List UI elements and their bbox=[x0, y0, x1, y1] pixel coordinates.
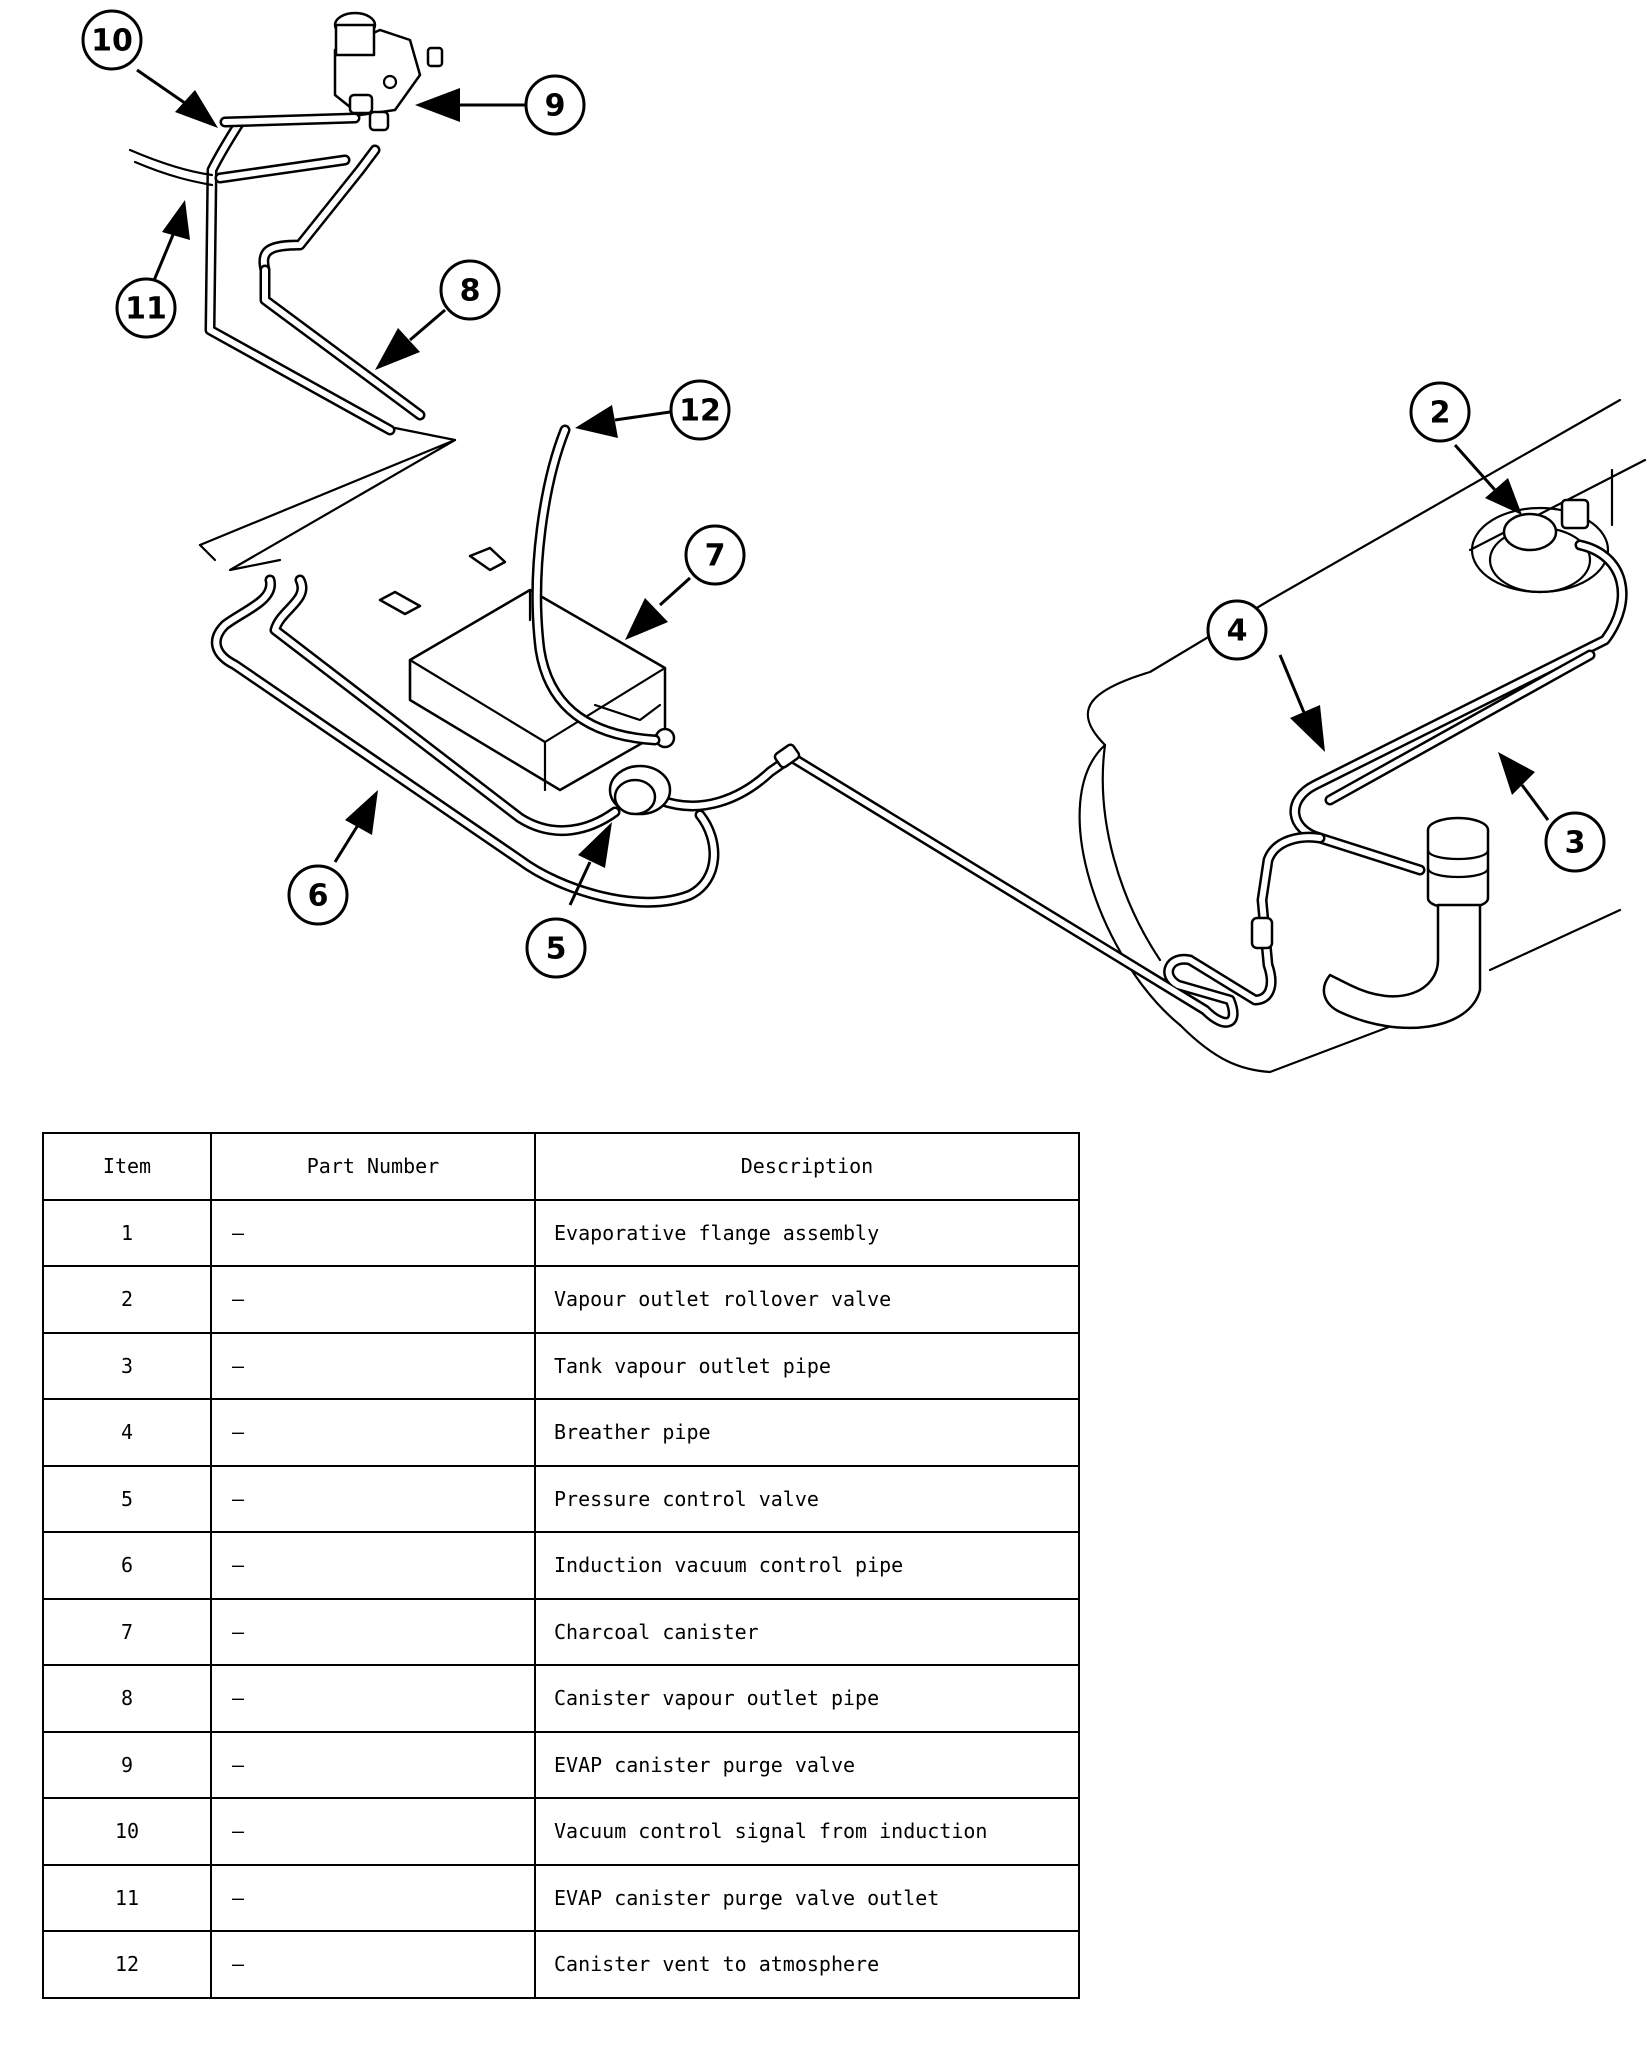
table-row: 5 — Pressure control valve bbox=[42, 1464, 1080, 1533]
row-description: Vacuum control signal from induction bbox=[534, 1797, 1080, 1866]
header-description: Description bbox=[534, 1132, 1080, 1201]
callout-9: 9 bbox=[524, 74, 586, 136]
table-row: 1 — Evaporative flange assembly bbox=[42, 1198, 1080, 1267]
pipe-break-lines bbox=[198, 426, 457, 572]
row-part-number: — bbox=[210, 1464, 536, 1533]
callout-12: 12 bbox=[669, 379, 731, 441]
evap-system-diagram: 10 9 11 8 12 7 6 5 4 2 3 bbox=[81, 9, 1647, 1074]
table-row: 3 — Tank vapour outlet pipe bbox=[42, 1331, 1080, 1400]
row-part-number: — bbox=[210, 1398, 536, 1467]
row-part-number: — bbox=[210, 1863, 536, 1932]
row-part-number: — bbox=[210, 1664, 536, 1733]
row-part-number: — bbox=[210, 1531, 536, 1600]
header-part-number: Part Number bbox=[210, 1132, 536, 1201]
row-part-number: — bbox=[210, 1198, 536, 1267]
leader-arrows bbox=[136, 68, 1550, 906]
row-item: 6 bbox=[42, 1531, 212, 1600]
fuel-tank bbox=[1078, 398, 1647, 1074]
table-row: 8 — Canister vapour outlet pipe bbox=[42, 1664, 1080, 1733]
table-row: 4 — Breather pipe bbox=[42, 1398, 1080, 1467]
breather-pipe bbox=[654, 743, 1326, 1028]
svg-text:12: 12 bbox=[679, 394, 721, 429]
row-item: 1 bbox=[42, 1198, 212, 1267]
row-item: 4 bbox=[42, 1398, 212, 1467]
row-part-number: — bbox=[210, 1930, 536, 1999]
callout-5: 5 bbox=[525, 917, 587, 979]
row-item: 11 bbox=[42, 1863, 212, 1932]
tank-vapour-outlet-pipe bbox=[1289, 539, 1628, 876]
header-item: Item bbox=[42, 1132, 212, 1201]
induction-vacuum-control-pipe bbox=[210, 574, 720, 908]
svg-text:11: 11 bbox=[125, 292, 167, 327]
callout-11: 11 bbox=[115, 277, 177, 339]
table-row: 2 — Vapour outlet rollover valve bbox=[42, 1265, 1080, 1334]
row-item: 7 bbox=[42, 1597, 212, 1666]
row-part-number: — bbox=[210, 1797, 536, 1866]
row-item: 2 bbox=[42, 1265, 212, 1334]
parts-table: Item Part Number Description 1 — Evapora… bbox=[42, 1132, 1080, 1999]
table-row: 11 — EVAP canister purge valve outlet bbox=[42, 1863, 1080, 1932]
row-description: Tank vapour outlet pipe bbox=[534, 1331, 1080, 1400]
row-description: Vapour outlet rollover valve bbox=[534, 1265, 1080, 1334]
row-description: Canister vent to atmosphere bbox=[534, 1930, 1080, 1999]
row-part-number: — bbox=[210, 1730, 536, 1799]
row-description: Induction vacuum control pipe bbox=[534, 1531, 1080, 1600]
svg-text:6: 6 bbox=[308, 879, 329, 914]
svg-text:5: 5 bbox=[546, 932, 567, 967]
charcoal-canister bbox=[378, 546, 676, 816]
callout-4: 4 bbox=[1206, 599, 1268, 661]
row-description: Evaporative flange assembly bbox=[534, 1198, 1080, 1267]
callout-8: 8 bbox=[439, 259, 501, 321]
evap-purge-valve bbox=[333, 11, 444, 132]
table-row: 6 — Induction vacuum control pipe bbox=[42, 1531, 1080, 1600]
svg-text:7: 7 bbox=[705, 539, 726, 574]
svg-text:4: 4 bbox=[1227, 614, 1248, 649]
row-item: 10 bbox=[42, 1797, 212, 1866]
canister-vent-pipe bbox=[531, 424, 661, 746]
svg-text:8: 8 bbox=[460, 274, 481, 309]
row-item: 9 bbox=[42, 1730, 212, 1799]
vacuum-signal-pipe bbox=[214, 112, 361, 184]
callout-6: 6 bbox=[287, 864, 349, 926]
row-description: EVAP canister purge valve bbox=[534, 1730, 1080, 1799]
row-part-number: — bbox=[210, 1597, 536, 1666]
row-item: 5 bbox=[42, 1464, 212, 1533]
table-row: 10 — Vacuum control signal from inductio… bbox=[42, 1797, 1080, 1866]
callout-3: 3 bbox=[1544, 811, 1606, 873]
row-item: 12 bbox=[42, 1930, 212, 1999]
svg-text:9: 9 bbox=[545, 89, 566, 124]
row-description: Canister vapour outlet pipe bbox=[534, 1664, 1080, 1733]
row-part-number: — bbox=[210, 1331, 536, 1400]
table-row: 9 — EVAP canister purge valve bbox=[42, 1730, 1080, 1799]
table-row: 7 — Charcoal canister bbox=[42, 1597, 1080, 1666]
table-header-row: Item Part Number Description bbox=[42, 1132, 1080, 1201]
svg-text:2: 2 bbox=[1430, 396, 1451, 431]
row-description: Charcoal canister bbox=[534, 1597, 1080, 1666]
svg-text:10: 10 bbox=[91, 24, 133, 59]
callout-10: 10 bbox=[81, 9, 143, 71]
callout-2: 2 bbox=[1409, 381, 1471, 443]
row-item: 8 bbox=[42, 1664, 212, 1733]
row-part-number: — bbox=[210, 1265, 536, 1334]
callout-7: 7 bbox=[684, 524, 746, 586]
table-row: 12 — Canister vent to atmosphere bbox=[42, 1930, 1080, 1999]
row-description: Pressure control valve bbox=[534, 1464, 1080, 1533]
row-description: EVAP canister purge valve outlet bbox=[534, 1863, 1080, 1932]
row-description: Breather pipe bbox=[534, 1398, 1080, 1467]
row-item: 3 bbox=[42, 1331, 212, 1400]
svg-text:3: 3 bbox=[1565, 826, 1586, 861]
